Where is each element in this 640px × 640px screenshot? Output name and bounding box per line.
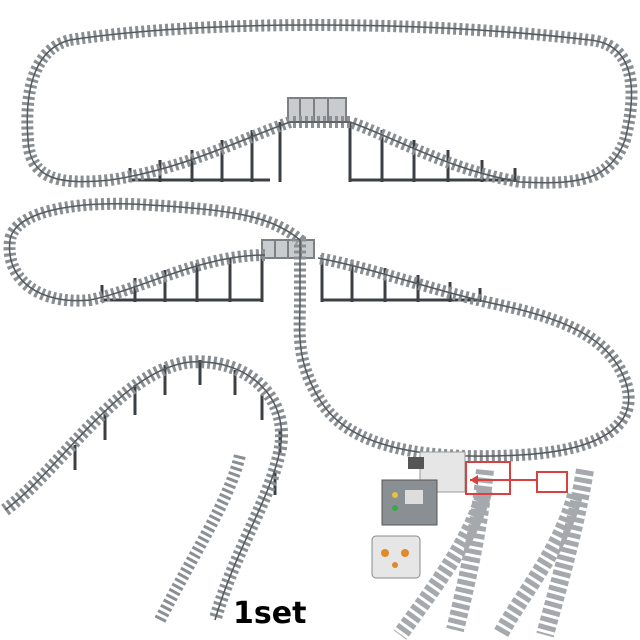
track-switch-set	[371, 451, 594, 640]
mid-bridge	[261, 239, 315, 259]
remote-control	[371, 535, 421, 579]
middle-track-figure-eight	[3, 197, 635, 463]
motor-unit	[381, 451, 466, 526]
elevated-curved-track	[1, 355, 288, 623]
caption-text: 1set	[233, 596, 307, 631]
top-track-loop	[21, 19, 638, 189]
